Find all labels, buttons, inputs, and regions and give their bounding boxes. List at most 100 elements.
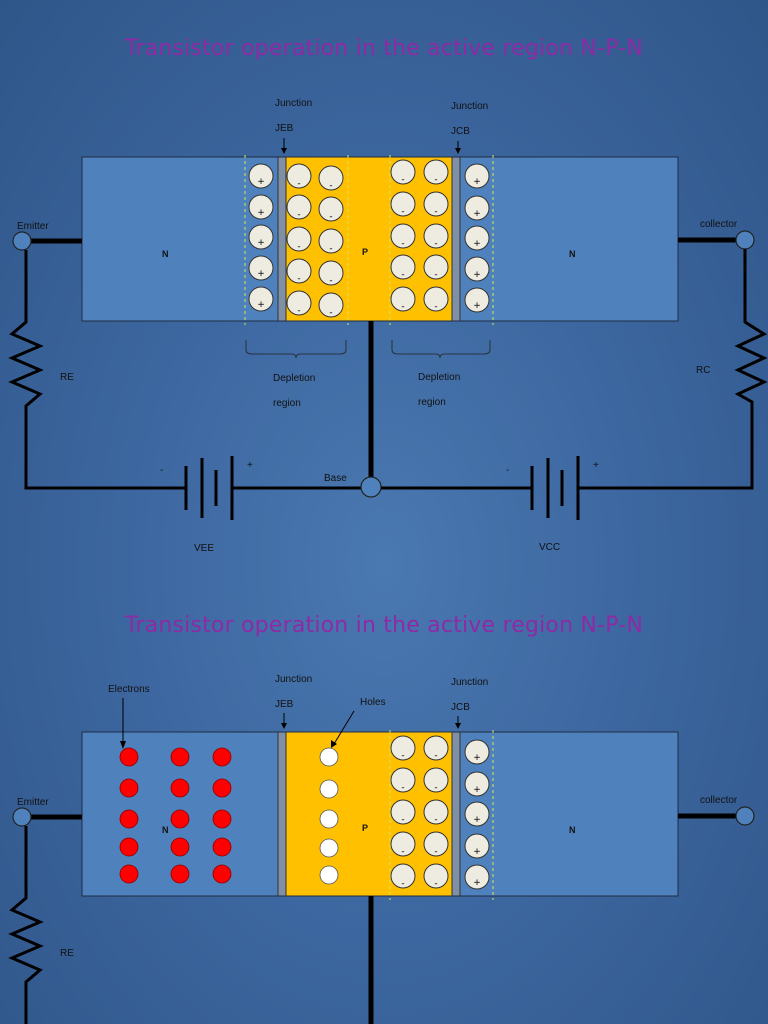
negative-ion-sign: - xyxy=(434,270,437,280)
junction-jcb-bar xyxy=(451,156,461,322)
negative-ion-sign: - xyxy=(401,751,404,761)
slide1-vee-plus: + xyxy=(247,460,253,471)
negative-ion-sign: - xyxy=(401,879,404,889)
slide1-rc-label: RC xyxy=(696,365,711,376)
collector-terminal xyxy=(735,230,755,250)
positive-ions-right xyxy=(464,163,490,313)
slide2-title: Transistor operation in the active regio… xyxy=(124,613,643,638)
negative-ions-p-right xyxy=(390,159,449,312)
negative-ion-sign: - xyxy=(434,879,437,889)
positive-ion-sign: + xyxy=(473,785,481,795)
positive-ion-sign: + xyxy=(257,238,265,248)
negative-ion-sign: - xyxy=(401,815,404,825)
negative-ion-sign: - xyxy=(401,302,404,312)
negative-ion-sign: - xyxy=(434,207,437,217)
slide2-re-label: RE xyxy=(60,948,74,959)
positive-ions-left xyxy=(248,163,274,312)
negative-ion-sign: - xyxy=(329,181,332,191)
positive-ion-sign: + xyxy=(473,301,481,311)
negative-ion-sign: - xyxy=(434,302,437,312)
slide1-depletion-right-line1: Depletion xyxy=(418,372,461,383)
junction-jcb-bar-2 xyxy=(451,731,461,897)
slide1-depletion-right-line2: region xyxy=(418,397,446,408)
negative-ion-sign: - xyxy=(329,244,332,254)
negative-ion-sign: - xyxy=(434,783,437,793)
slide1-n-left-label: N xyxy=(162,249,169,259)
negative-ion-sign: - xyxy=(297,274,300,284)
holes-pointer xyxy=(333,710,355,745)
slide1-n-right-label: N xyxy=(569,249,576,259)
slide1-svg: + + + + + - - - - - - - - - - - - - - - - - - - - + + + + + xyxy=(8,138,768,520)
positive-ion-sign: + xyxy=(473,177,481,187)
negative-ion-sign: - xyxy=(401,207,404,217)
slide2-holes-label: Holes xyxy=(360,697,386,708)
slide1-junction-jeb-title: Junction xyxy=(275,98,313,109)
slide2-n-right-label: N xyxy=(569,825,576,835)
slide1-emitter-label: Emitter xyxy=(17,221,49,232)
negative-ion-sign: - xyxy=(329,212,332,222)
slide2-svg: ---------- +++++ xyxy=(8,698,755,1024)
vcc-battery xyxy=(530,456,580,520)
positive-ion-sign: + xyxy=(473,270,481,280)
slide2-n-left-label: N xyxy=(162,825,169,835)
positive-ion-sign: + xyxy=(473,239,481,249)
slide2-junction-jeb-title: Junction xyxy=(275,674,313,685)
slide1-re-label: RE xyxy=(60,372,74,383)
negative-ion-sign: - xyxy=(297,306,300,316)
negative-ion-sign: - xyxy=(401,847,404,857)
junction-jeb-bar-2 xyxy=(277,731,287,897)
slide1-base-label: Base xyxy=(324,473,347,484)
depletion-brace-left xyxy=(245,340,347,359)
emitter-terminal xyxy=(12,231,32,251)
negative-ion-sign: - xyxy=(297,210,300,220)
slide1-depletion-left-line1: Depletion xyxy=(273,373,316,384)
negative-ion-sign: - xyxy=(434,175,437,185)
slide1-vee-label: VEE xyxy=(194,543,215,554)
slide1-vcc-minus: - xyxy=(506,465,510,476)
negative-ion-sign: - xyxy=(297,242,300,252)
depletion-brace-right xyxy=(391,340,491,359)
slide1-title: Transistor operation in the active regio… xyxy=(124,36,643,61)
re-resistor-wire xyxy=(8,250,186,490)
electrons xyxy=(119,747,232,884)
positive-ion-sign: + xyxy=(473,847,481,857)
slide1-vcc-label: VCC xyxy=(539,542,561,553)
slide2-junction-jcb-name: JCB xyxy=(451,702,470,713)
re-resistor-wire-2 xyxy=(8,826,44,1024)
vee-battery xyxy=(184,456,234,520)
slide1-diagram: + + + + + - - - - - - - - - - - - - - - - - - - - + + + + + xyxy=(8,138,768,520)
ion-signs-2: ---------- +++++ xyxy=(401,751,480,889)
negative-ion-sign: - xyxy=(434,751,437,761)
positive-ion-sign: + xyxy=(257,269,265,279)
junction-jeb-bar xyxy=(277,156,287,322)
rc-resistor-wire xyxy=(578,249,768,490)
slide1-p-label: P xyxy=(362,247,369,257)
positive-ion-sign: + xyxy=(257,208,265,218)
slide2-collector-label: collector xyxy=(700,795,738,806)
positive-ion-sign: + xyxy=(257,177,265,187)
positive-ion-sign: + xyxy=(473,209,481,219)
slide2-electrons-label: Electrons xyxy=(108,684,150,695)
slide1-junction-jcb-title: Junction xyxy=(451,101,489,112)
positive-ion-sign: + xyxy=(473,753,481,763)
negative-ion-sign: - xyxy=(297,179,300,189)
negative-ion-sign: - xyxy=(329,276,332,286)
positive-ion-sign: + xyxy=(473,815,481,825)
base-terminal xyxy=(360,476,382,498)
slide1-depletion-left-line2: region xyxy=(273,398,301,409)
negative-ion-sign: - xyxy=(401,270,404,280)
emitter-terminal-2 xyxy=(12,807,32,827)
positive-ion-sign: + xyxy=(257,300,265,310)
negative-ion-sign: - xyxy=(329,308,332,318)
slide1-junction-jcb-name: JCB xyxy=(451,126,470,137)
slide2-junction-jeb-name: JEB xyxy=(275,699,294,710)
slide1-collector-label: collector xyxy=(700,219,738,230)
holes xyxy=(319,747,339,885)
slide1-junction-jeb-name: JEB xyxy=(275,123,294,134)
slide1-vee-minus: - xyxy=(160,465,164,476)
positive-ion-sign: + xyxy=(473,878,481,888)
negative-ions-p-right-2 xyxy=(390,735,449,889)
slide2-junction-jcb-title: Junction xyxy=(451,677,489,688)
negative-ion-sign: - xyxy=(434,239,437,249)
slide2-p-label: P xyxy=(362,823,369,833)
